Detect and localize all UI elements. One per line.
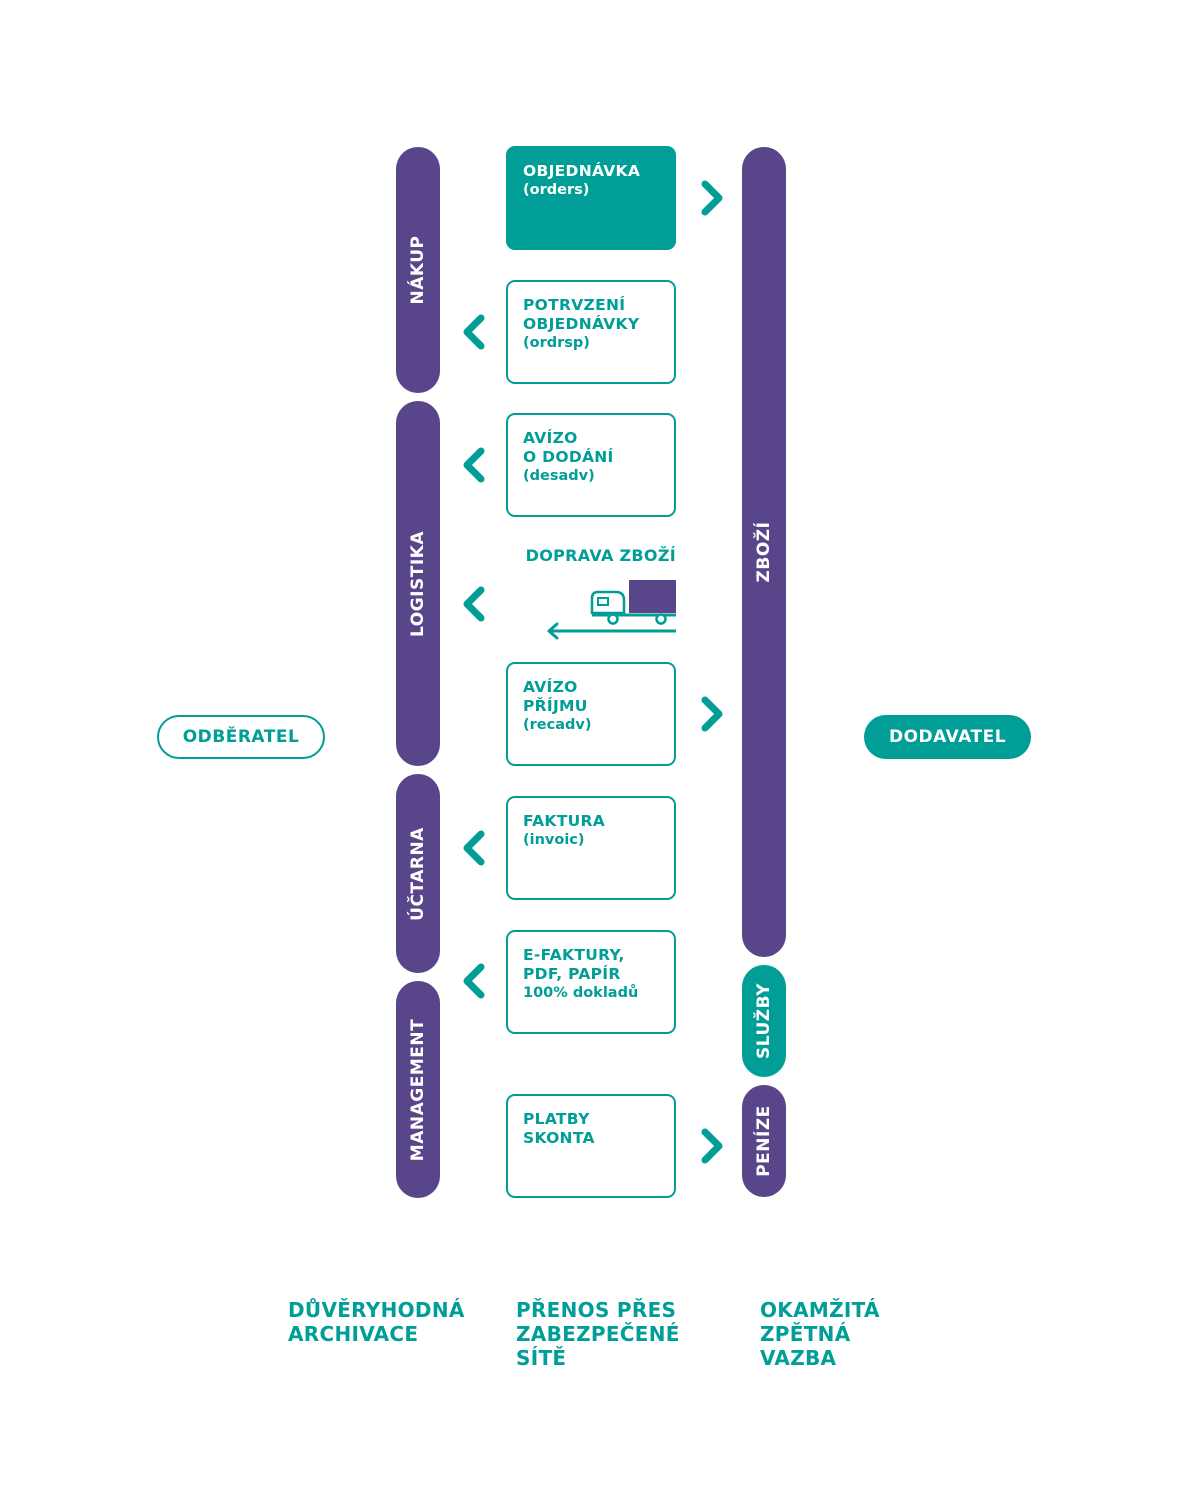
chevron-right-icon xyxy=(701,1128,723,1164)
chevron-left-icon xyxy=(463,963,485,999)
customer-pill: ODBĚRATEL xyxy=(157,715,325,759)
bottom-label-zpetna-vazba: OKAMŽITÁ ZPĚTNÁ VAZBA xyxy=(760,1298,880,1370)
flow-penize-pill: PENÍZE xyxy=(742,1085,786,1197)
supplier-pill: DODAVATEL xyxy=(864,715,1031,759)
document-invoic-code: (invoic) xyxy=(523,832,585,848)
department-uctarna-label: ÚČTARNA xyxy=(408,826,428,921)
truck-icon xyxy=(547,580,676,640)
chevron-right-icon xyxy=(701,180,723,216)
transport-title: DOPRAVA ZBOŽÍ xyxy=(525,546,676,565)
bottom-label-archivace: DŮVĚRYHODNÁ ARCHIVACE xyxy=(288,1298,465,1346)
flow-zbozi-label: ZBOŽÍ xyxy=(754,521,774,583)
department-management-label: MANAGEMENT xyxy=(408,1018,428,1161)
document-desadv-title: AVÍZO O DODÁNÍ xyxy=(523,429,614,466)
document-orders-code: (orders) xyxy=(523,182,590,198)
document-desadv-box: AVÍZO O DODÁNÍ (desadv) xyxy=(506,413,676,517)
chevron-left-icon xyxy=(463,447,485,483)
document-desadv-code: (desadv) xyxy=(523,468,595,484)
flow-zbozi-pill: ZBOŽÍ xyxy=(742,147,786,957)
chevron-right-icon xyxy=(701,696,723,732)
chevron-left-icon xyxy=(463,314,485,350)
document-efaktury-box: E-FAKTURY, PDF, PAPÍR 100% dokladů xyxy=(506,930,676,1034)
department-uctarna-pill: ÚČTARNA xyxy=(396,774,440,973)
document-recadv-box: AVÍZO PŘÍJMU (recadv) xyxy=(506,662,676,766)
flow-sluzby-pill: SLUŽBY xyxy=(742,965,786,1077)
document-orders-box: OBJEDNÁVKA (orders) xyxy=(506,146,676,250)
document-efaktury-title: E-FAKTURY, PDF, PAPÍR xyxy=(523,946,625,983)
document-recadv-code: (recadv) xyxy=(523,717,592,733)
document-invoic-title: FAKTURA xyxy=(523,812,606,830)
department-management-pill: MANAGEMENT xyxy=(396,981,440,1198)
document-ordrsp-code: (ordrsp) xyxy=(523,335,590,351)
bottom-label-prenos: PŘENOS PŘES ZABEZPEČENÉ SÍTĚ xyxy=(516,1298,680,1370)
document-ordrsp-box: POTRVZENÍ OBJEDNÁVKY (ordrsp) xyxy=(506,280,676,384)
document-efaktury-code: 100% dokladů xyxy=(523,985,639,1001)
department-logistika-label: LOGISTIKA xyxy=(408,530,428,637)
department-nakup-label: NÁKUP xyxy=(408,235,428,305)
document-orders-title: OBJEDNÁVKA xyxy=(523,162,641,180)
document-platby-title: PLATBY SKONTA xyxy=(523,1110,595,1147)
document-invoic-box: FAKTURA (invoic) xyxy=(506,796,676,900)
chevron-left-icon xyxy=(463,586,485,622)
document-ordrsp-title: POTRVZENÍ OBJEDNÁVKY xyxy=(523,296,640,333)
chevron-left-icon xyxy=(463,830,485,866)
flow-sluzby-label: SLUŽBY xyxy=(754,983,774,1059)
department-nakup-pill: NÁKUP xyxy=(396,147,440,393)
department-logistika-pill: LOGISTIKA xyxy=(396,401,440,766)
flow-penize-label: PENÍZE xyxy=(754,1105,774,1177)
document-recadv-title: AVÍZO PŘÍJMU xyxy=(523,678,588,715)
document-platby-box: PLATBY SKONTA xyxy=(506,1094,676,1198)
